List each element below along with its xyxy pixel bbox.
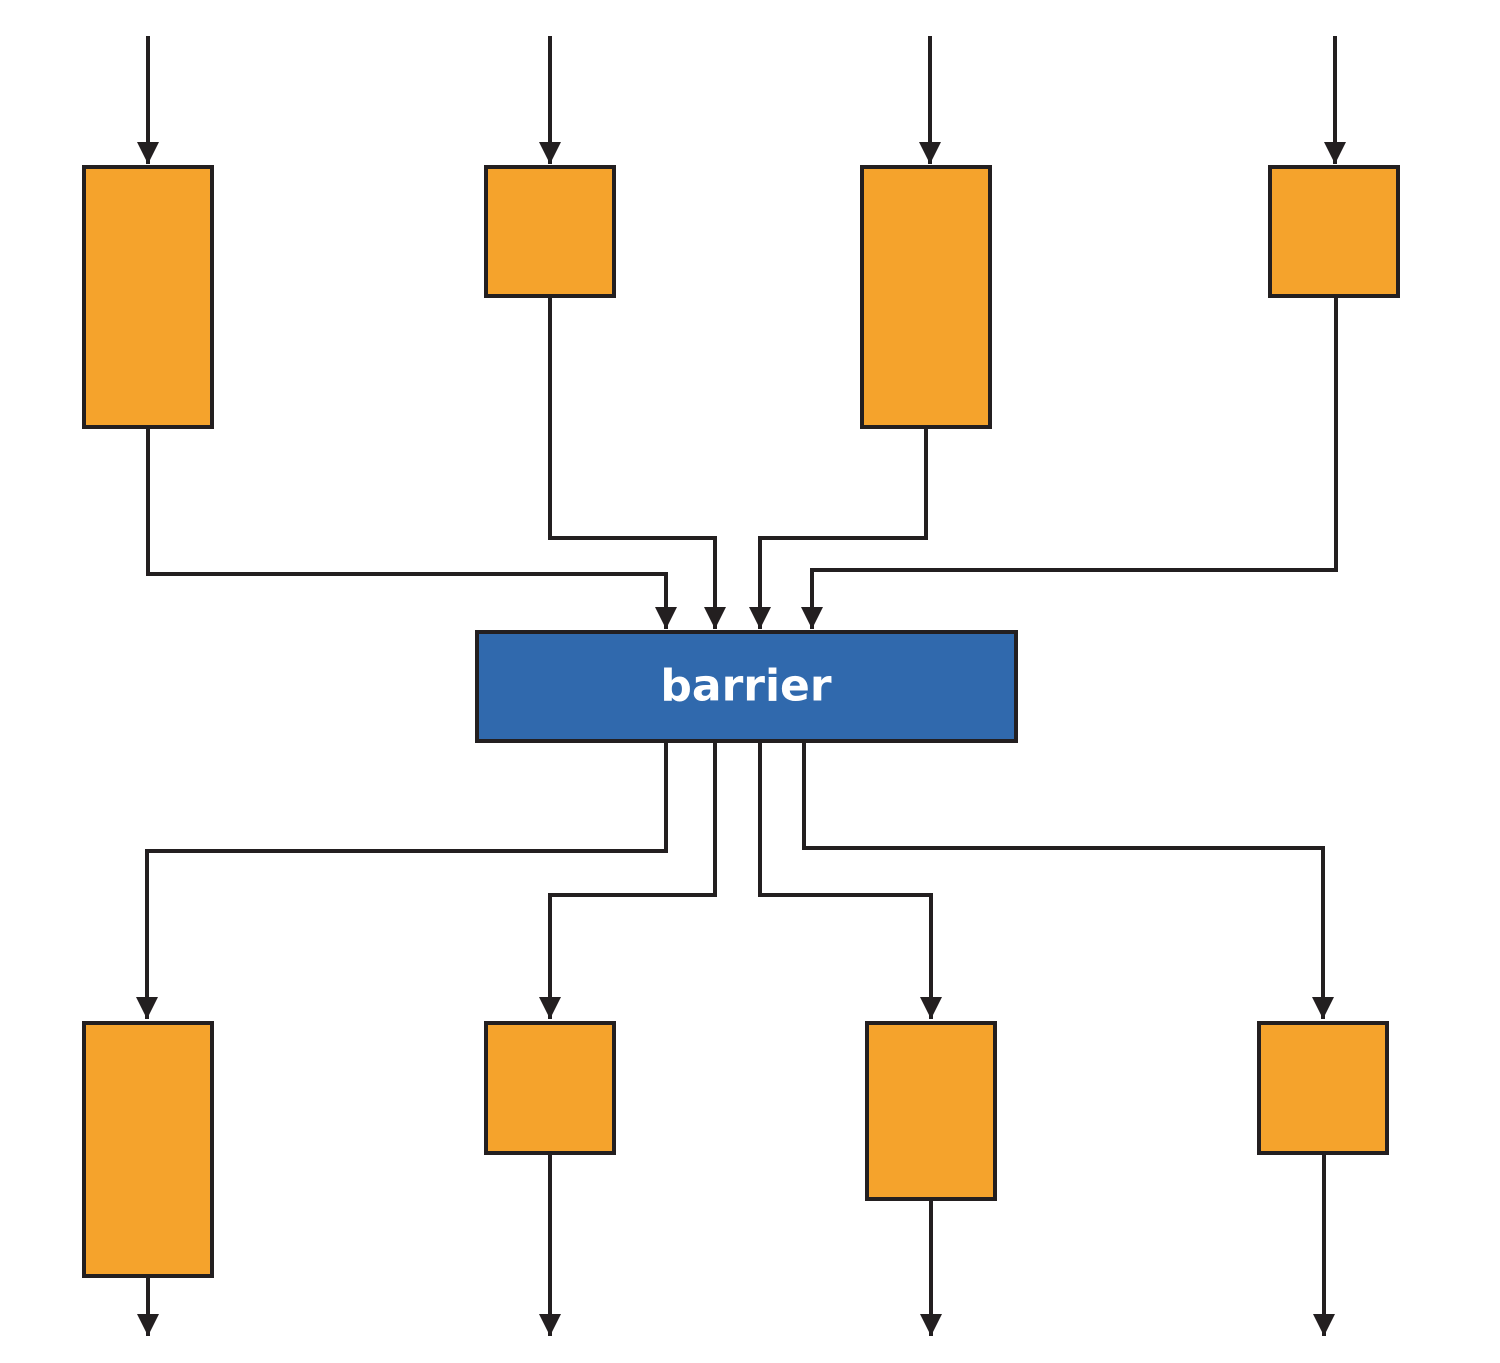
- edge-barrier-to-task7: [758, 743, 942, 1019]
- edge-barrier-to-task8: [802, 743, 1334, 1019]
- task-before-1: [82, 165, 214, 429]
- edges-to-barrier: [146, 298, 1338, 629]
- tasks-after-barrier: [82, 1021, 1389, 1278]
- task-after-4: [1257, 1021, 1389, 1155]
- edge-task1-to-barrier: [146, 429, 677, 629]
- task-before-2: [484, 165, 616, 298]
- task-before-3: [860, 165, 992, 429]
- edge-task2-to-barrier: [548, 298, 726, 629]
- edge-task4-to-barrier: [801, 298, 1338, 629]
- task-after-2: [484, 1021, 616, 1155]
- barrier-label: barrier: [660, 661, 832, 712]
- barrier-box: [475, 630, 1018, 743]
- barrier-node: barrier: [475, 630, 1018, 743]
- incoming-arrows: [137, 36, 1346, 164]
- edge-task3-to-barrier: [749, 429, 928, 629]
- edges-from-barrier: [136, 743, 1334, 1019]
- task-after-1: [82, 1021, 214, 1278]
- task-before-4: [1268, 165, 1400, 298]
- edge-barrier-to-task5: [136, 743, 668, 1019]
- edge-barrier-to-task6: [539, 743, 717, 1019]
- outgoing-arrows: [137, 1155, 1335, 1336]
- task-after-3: [865, 1021, 997, 1201]
- tasks-before-barrier: [82, 165, 1400, 429]
